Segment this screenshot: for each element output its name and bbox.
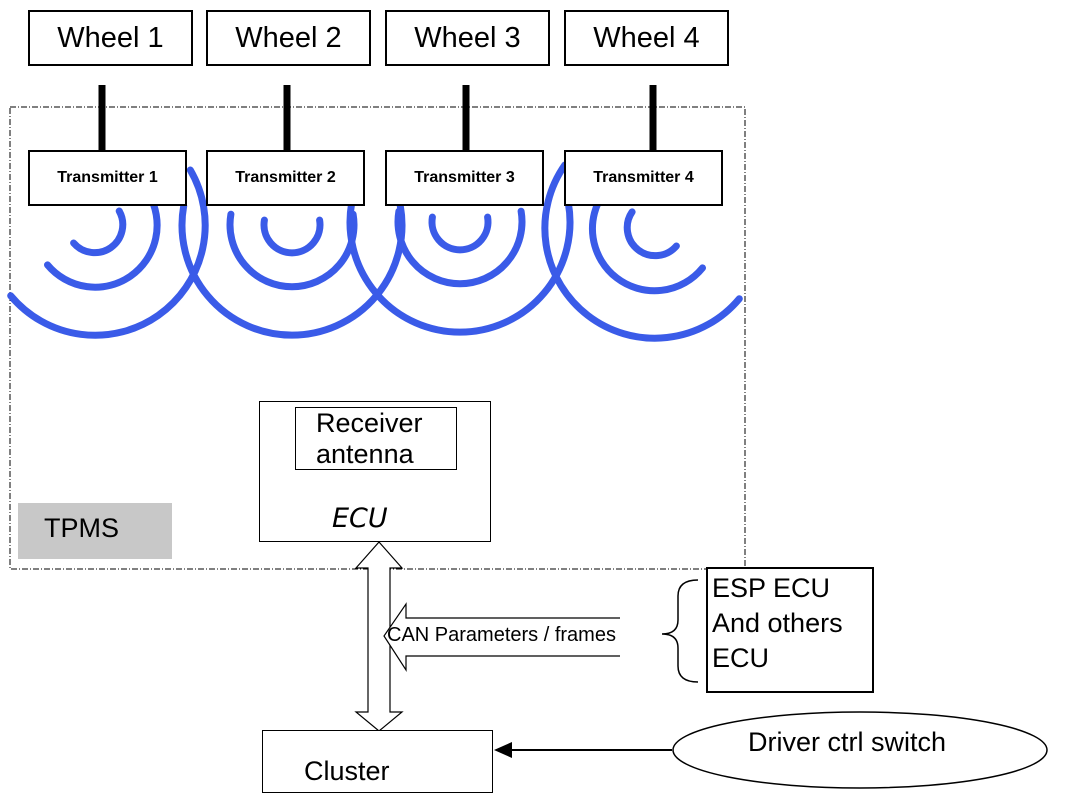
cluster-label: Cluster: [304, 756, 390, 786]
transmitter-3-box: Transmitter 3: [385, 150, 544, 206]
esp-line2: And others: [712, 608, 843, 638]
wave-1-arc-1: [70, 207, 127, 257]
transmitter-3-label: Transmitter 3: [414, 169, 515, 186]
wave-4-arc-1: [623, 208, 680, 260]
receiver-label-line1: Receiver: [316, 408, 423, 438]
wheel-connectors: [98, 85, 657, 150]
tpms-label-box: TPMS: [18, 503, 172, 559]
esp-ecu-box: ESP ECU And others ECU: [706, 567, 874, 693]
can-arrow: [383, 602, 620, 673]
wheel-1-label: Wheel 1: [57, 21, 164, 54]
receiver-label-line2: antenna: [316, 439, 414, 469]
transmitter-1-label: Transmitter 1: [57, 169, 158, 186]
switch-arrowhead: [494, 742, 512, 758]
ecu-box: Receiver antenna ECU: [259, 401, 491, 542]
transmitter-4-box: Transmitter 4: [564, 150, 723, 206]
wave-4-arc-3: [541, 161, 743, 342]
can-label: CAN Parameters / frames: [387, 624, 616, 646]
ecu-label: ECU: [332, 503, 388, 534]
wheel-4-label: Wheel 4: [593, 21, 700, 54]
wheel-1-box: Wheel 1: [28, 10, 193, 66]
wheel-2-label: Wheel 2: [235, 21, 342, 54]
tpms-label: TPMS: [44, 513, 120, 543]
wave-1-arc-2: [44, 190, 161, 291]
wave-4-arc-2: [588, 188, 706, 295]
transmitter-2-box: Transmitter 2: [206, 150, 365, 206]
transmitter-4-label: Transmitter 4: [593, 169, 694, 186]
wave-2-arc-3: [178, 202, 406, 339]
wave-3-arc-3: [346, 199, 574, 336]
driver-switch-ellipse: [672, 711, 1048, 789]
wave-1-arc-3: [7, 166, 209, 339]
driver-switch-label: Driver ctrl switch: [748, 727, 947, 757]
receiver-antenna-box: Receiver antenna: [295, 407, 457, 470]
esp-brace: [661, 579, 699, 683]
radio-waves: [7, 161, 743, 342]
cluster-box: Cluster: [262, 730, 493, 793]
wave-3-arc-2: [394, 207, 526, 288]
esp-line1: ESP ECU: [712, 573, 831, 603]
wheel-3-box: Wheel 3: [385, 10, 550, 66]
wave-3-arc-1: [428, 213, 492, 254]
wheel-3-label: Wheel 3: [414, 21, 521, 54]
wheel-4-box: Wheel 4: [564, 10, 729, 66]
wave-2-arc-1: [260, 216, 324, 257]
transmitter-2-label: Transmitter 2: [235, 169, 336, 186]
wheel-2-box: Wheel 2: [206, 10, 371, 66]
transmitter-1-box: Transmitter 1: [28, 150, 187, 206]
esp-line3: ECU: [712, 643, 770, 673]
